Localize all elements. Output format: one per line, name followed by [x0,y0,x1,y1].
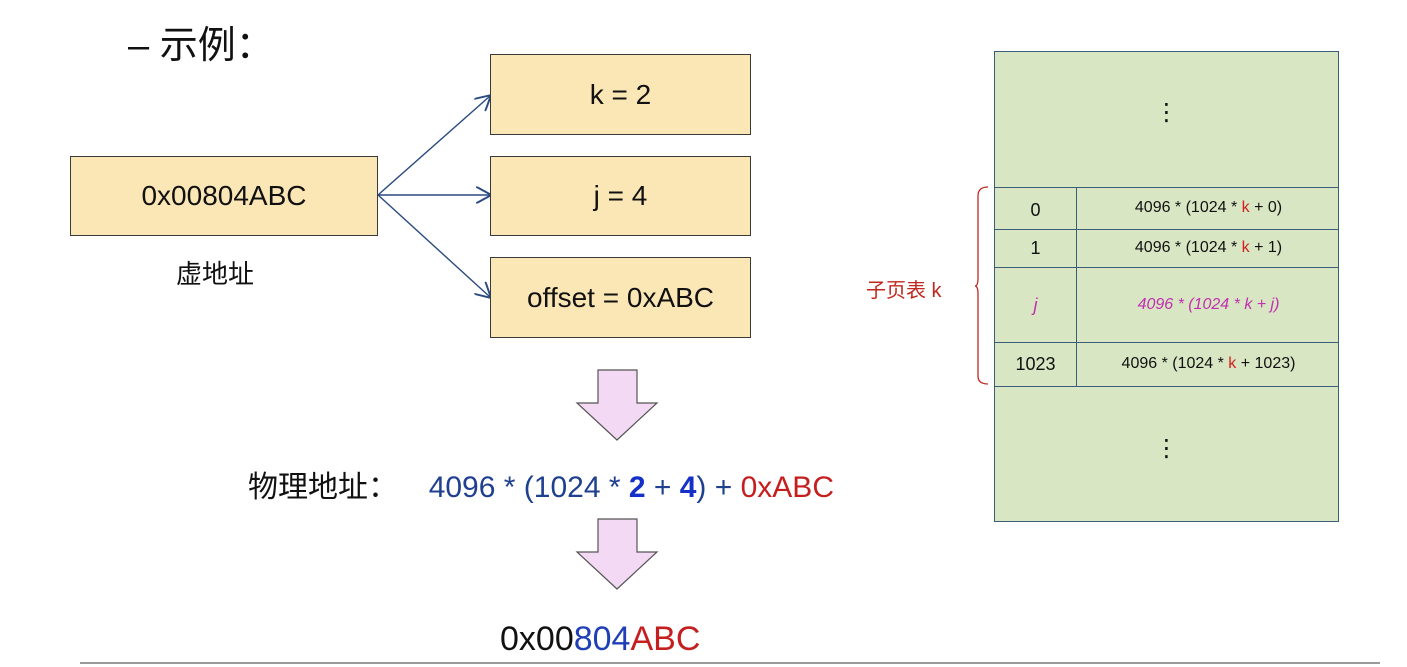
row-expr-j: 4096 * (1024 * k + j) [1137,296,1280,313]
row-expr-1023: 4096 * (1024 * k + 1023) [1077,355,1340,373]
slide-bottom-divider [80,662,1380,664]
row-expr-1: 4096 * (1024 * k + 1) [1077,239,1340,257]
row-index-j: j [1033,295,1038,315]
row-expr-1-b: + 1) [1249,239,1283,256]
result-address: 0x00804ABC [500,620,700,659]
physical-address-label: 物理地址： [248,471,398,504]
pa-plus: + [645,471,680,504]
pa-expr-close: ) + [696,471,741,504]
slide-title: – 示例： [128,25,274,67]
field-k-box: k = 2 [490,54,751,135]
row-expr-1023-a: 4096 * (1024 * [1121,355,1229,372]
row-expr-1-a: 4096 * (1024 * [1134,239,1242,256]
row-expr-1-k: k [1241,239,1250,256]
virtual-address-box: 0x00804ABC [70,156,378,236]
down-arrow-1 [575,369,659,441]
field-offset-box: offset = 0xABC [490,257,751,338]
result-part3: ABC [630,620,701,658]
row-index-1: 1 [1030,238,1041,258]
bottom-ellipsis: ⋮ [1154,435,1179,462]
row-expr-1023-k: k [1228,355,1237,372]
top-ellipsis: ⋮ [1154,99,1179,126]
sub-page-table-label: 子页表 k [866,280,942,302]
physical-address-line: 物理地址： 4096 * (1024 * 2 + 4) + 0xABC [248,462,834,506]
arrow-to-offset [377,194,490,297]
pa-expr-prefix: 4096 * (1024 * [428,471,629,504]
arrow-to-k [377,96,490,196]
page-table: ⋮ 0 4096 * (1024 * k + 0) 1 4096 * (1024… [994,51,1339,522]
down-arrow-2 [575,518,659,590]
result-part2: 804 [573,620,631,658]
pa-j-value: 4 [679,471,697,504]
row-expr-0-a: 4096 * (1024 * [1134,199,1242,216]
row-expr-0-b: + 0) [1249,199,1283,216]
row-index-1023: 1023 [1015,354,1056,374]
result-part1: 0x00 [500,620,574,658]
pa-offset: 0xABC [740,471,834,504]
row-expr-0-k: k [1241,199,1250,216]
field-j-box: j = 4 [490,156,751,236]
row-index-0: 0 [1030,200,1041,220]
sub-page-table-bracket [975,186,989,385]
virtual-address-value: 0x00804ABC [141,180,307,211]
field-k-text: k = 2 [589,78,652,110]
pa-k-value: 2 [628,471,646,504]
field-offset-text: offset = 0xABC [526,281,715,313]
field-j-text: j = 4 [593,180,648,211]
row-expr-1023-b: + 1023) [1236,355,1296,372]
row-expr-0: 4096 * (1024 * k + 0) [1077,199,1340,217]
virtual-address-label: 虚地址 [176,259,255,289]
